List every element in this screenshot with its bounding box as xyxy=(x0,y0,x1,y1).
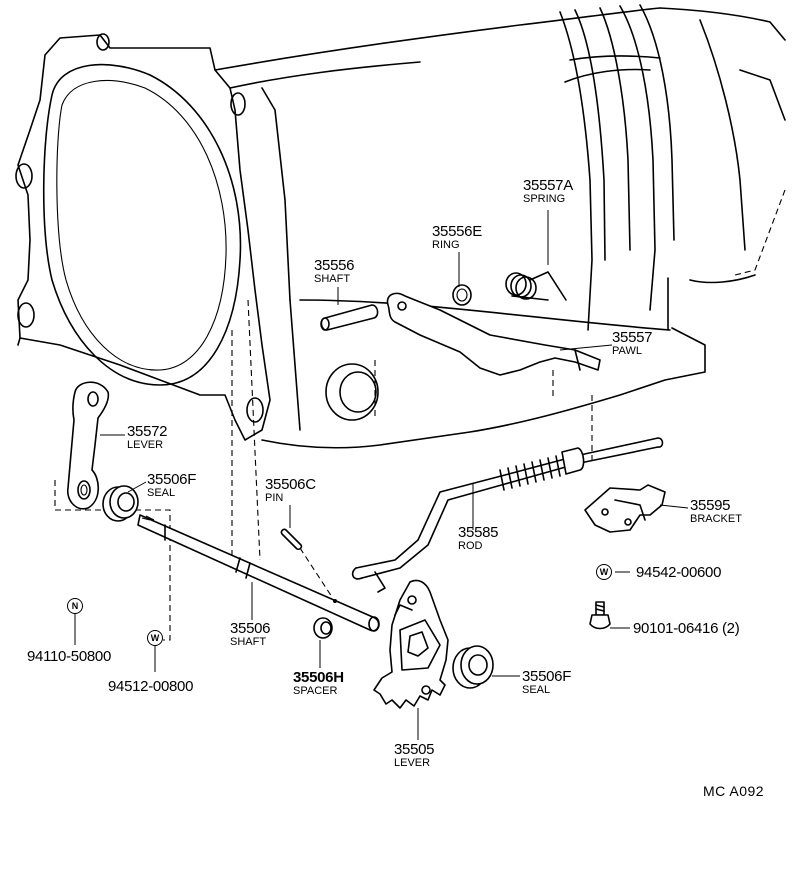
label-94542-00600: 94542-00600 xyxy=(636,565,721,581)
part-number: 94512-00800 xyxy=(108,678,194,695)
part-name: SHAFT xyxy=(230,636,267,648)
spacer-35506h xyxy=(313,617,333,639)
part-name: SPRING xyxy=(523,193,566,205)
label-90101-06416: 90101-06416 (2) xyxy=(633,620,740,637)
label-35506c: 35506C PIN xyxy=(265,477,316,504)
shaft-35556 xyxy=(320,304,379,331)
part-name: ROD xyxy=(458,540,483,552)
pawl-35557 xyxy=(386,292,601,376)
part-name: SEAL xyxy=(522,684,551,696)
part-number: 35506F xyxy=(147,471,197,488)
washer-symbol: W xyxy=(147,630,163,646)
bolt-90101 xyxy=(589,601,611,630)
label-35506: 35506 SHAFT xyxy=(230,620,271,648)
part-number: 35506 xyxy=(230,620,271,637)
label-35556: 35556 SHAFT xyxy=(314,257,355,285)
washer-symbol: W xyxy=(596,564,612,580)
part-name: RING xyxy=(432,239,460,251)
part-name: PAWL xyxy=(612,345,642,357)
part-name: SHAFT xyxy=(314,273,351,285)
nut-symbol: N xyxy=(67,598,83,614)
rod-35585 xyxy=(351,437,664,593)
label-94110-50800: 94110-50800 xyxy=(27,649,111,665)
label-35557: 35557 PAWL xyxy=(612,329,653,357)
label-35506h: 35506H SPACER xyxy=(293,670,344,697)
part-number: 35506F xyxy=(522,668,572,685)
label-35585: 35585 ROD xyxy=(458,524,499,552)
label-35505: 35505 LEVER xyxy=(394,741,435,769)
part-number: 35557A xyxy=(523,177,573,194)
part-number: 35585 xyxy=(458,524,499,541)
diagram-reference-code: MC A092 xyxy=(703,783,765,799)
bracket-35595 xyxy=(584,484,666,533)
part-name: SEAL xyxy=(147,487,176,499)
leader-lines xyxy=(74,210,689,740)
part-number: 35506H xyxy=(293,669,344,686)
part-number: 35556 xyxy=(314,257,355,274)
part-name: BRACKET xyxy=(690,513,742,525)
part-number: 94110-50800 xyxy=(27,648,112,665)
part-name: LEVER xyxy=(394,757,431,769)
spring-35557a xyxy=(505,271,567,301)
part-number: 35506C xyxy=(265,476,316,493)
part-name: PIN xyxy=(265,492,284,504)
part-number: 90101-06416 (2) xyxy=(633,620,740,637)
part-number: 35595 xyxy=(690,497,731,514)
transmission-case xyxy=(15,4,786,641)
seal-35506f-right xyxy=(452,645,494,689)
pin-35506c xyxy=(280,528,333,598)
part-name: SPACER xyxy=(293,685,338,697)
label-35557a: 35557A SPRING xyxy=(523,178,573,205)
part-number: 35557 xyxy=(612,329,653,346)
ring-35556e xyxy=(452,284,472,306)
label-94512-00800: 94512-00800 xyxy=(108,679,193,695)
part-number: 94542-00600 xyxy=(636,564,722,581)
label-35572: 35572 LEVER xyxy=(127,423,168,451)
label-35595: 35595 BRACKET xyxy=(690,498,742,525)
label-35556e: 35556E RING xyxy=(432,224,482,251)
part-name: LEVER xyxy=(127,439,164,451)
lever-35572 xyxy=(66,381,110,510)
label-35506f-upper: 35506F SEAL xyxy=(147,472,196,499)
part-number: 35505 xyxy=(394,741,435,758)
part-number: 35556E xyxy=(432,223,482,240)
lever-35505 xyxy=(373,579,449,709)
shaft-35506 xyxy=(137,514,380,632)
label-35506f-lower: 35506F SEAL xyxy=(522,669,571,696)
seal-35506f-left xyxy=(102,485,139,522)
part-number: 35572 xyxy=(127,423,168,440)
